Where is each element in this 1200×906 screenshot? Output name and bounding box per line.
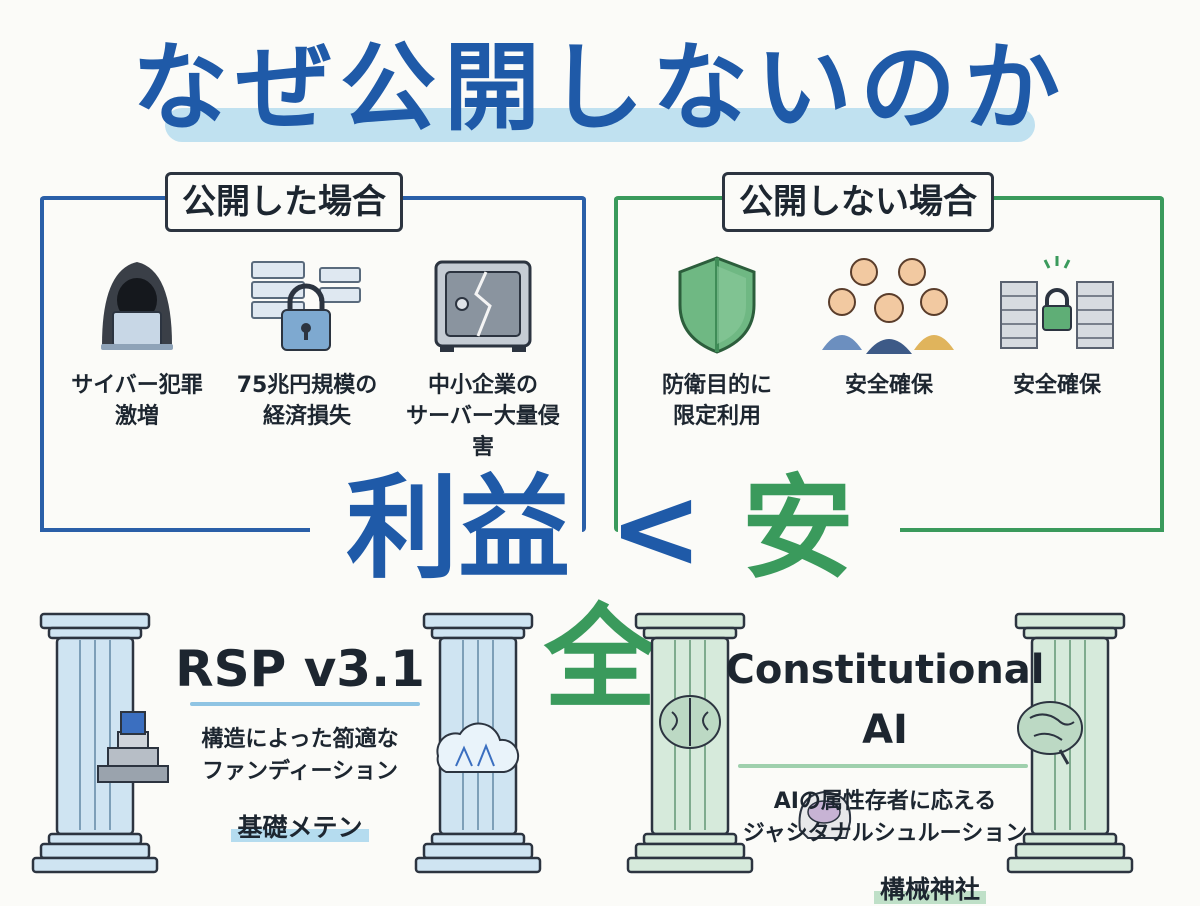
private-item-1-line1: 防衛目的に [661, 373, 772, 398]
safety-word: 安全 [544, 464, 854, 724]
rsp-block: RSP v3.1 構造によった箚適な ファンディーション 基礎メテン [170, 640, 430, 844]
public-item-1-line1: サイバー犯罪 [71, 373, 203, 398]
wall-lock-icon [1000, 256, 1114, 349]
head-brain-icon [798, 790, 852, 839]
cai-foot: 構械神社 [873, 875, 986, 904]
public-case-label: 公開した場合 [165, 172, 403, 232]
balance-statement: 利益 < 安全 [300, 464, 900, 724]
public-item-2-line2: 経済損失 [262, 404, 351, 429]
less-than-symbol: < [609, 464, 703, 594]
private-frame-bottom [900, 528, 1164, 532]
cai-desc-line1: AIの属性存者に応える [773, 789, 997, 814]
block-stack-icon [97, 711, 169, 783]
pillars-graphic [31, 612, 1134, 874]
private-item-2-line1: 安全確保 [844, 373, 933, 398]
shield-icon [678, 256, 756, 354]
cai-underline [738, 764, 1028, 768]
cloud-icon [436, 722, 520, 773]
public-frame-bottom [40, 528, 310, 532]
brain-icon-left [659, 695, 721, 749]
public-item-2-line1: 75兆円規模の [236, 373, 378, 398]
brain-icon-right [1017, 701, 1083, 765]
private-item-1-line2: 限定利用 [672, 404, 761, 429]
server-lock-icon [251, 261, 361, 351]
cai-desc-line2: ジャシタナルシュルーション [742, 821, 1028, 846]
private-case-label: 公開しない場合 [722, 172, 994, 232]
public-item-cybercrime: サイバー犯罪 激増 [52, 250, 222, 432]
public-item-1-line2: 激増 [114, 404, 159, 429]
private-item-3-line1: 安全確保 [1012, 373, 1101, 398]
rsp-underline [190, 702, 420, 706]
public-item-breach: 中小企業の サーバー大量侵害 [398, 250, 568, 463]
broken-safe-icon [434, 260, 532, 352]
benefit-word: 利益 [346, 464, 571, 594]
private-item-people: 安全確保 [804, 250, 974, 401]
page-title: なぜ公開しないのか [132, 32, 1068, 144]
cai-name: Constitutional AI [725, 647, 1045, 753]
public-item-3-line2: サーバー大量侵害 [406, 404, 560, 460]
rsp-desc-line2: ファンディーション [201, 759, 399, 784]
people-icon [822, 258, 954, 354]
public-item-loss: 75兆円規模の 経済損失 [222, 250, 392, 432]
private-item-wall: 安全確保 [972, 250, 1142, 401]
hacker-icon [101, 262, 173, 350]
public-item-3-line1: 中小企業の [427, 373, 538, 398]
cai-block: Constitutional AI AIの属性存者に応える ジャシタナルシュルー… [720, 640, 1050, 906]
rsp-desc-line1: 構造によった箚適な [201, 727, 399, 752]
rsp-foot: 基礎メテン [231, 813, 369, 842]
title-underline [165, 108, 1035, 142]
rsp-name: RSP v3.1 [175, 640, 425, 698]
private-item-defense: 防衛目的に 限定利用 [632, 250, 802, 432]
